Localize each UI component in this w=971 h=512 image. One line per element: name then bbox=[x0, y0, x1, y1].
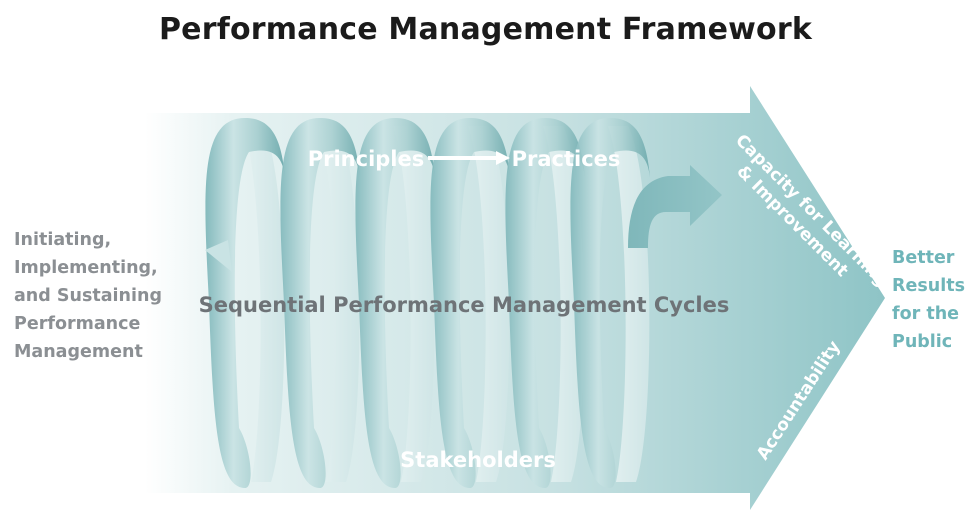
left-label-line: Implementing, bbox=[14, 258, 158, 278]
diagram-title: Performance Management Framework bbox=[159, 12, 812, 47]
arrowhead-icon bbox=[496, 151, 510, 165]
coil-back-strip bbox=[318, 126, 360, 482]
coil-back-strip bbox=[393, 126, 435, 482]
coil-loop bbox=[505, 118, 585, 488]
left-label: Initiating, Implementing, and Sustaining… bbox=[14, 226, 194, 366]
coil-entry-tip bbox=[205, 240, 232, 272]
left-label-line: Initiating, bbox=[14, 230, 112, 250]
right-label: Better Results for the Public bbox=[892, 244, 970, 356]
coil-loop bbox=[430, 118, 510, 488]
coil-loop bbox=[280, 118, 360, 488]
stakeholders-label: Stakeholders bbox=[400, 448, 556, 472]
coil-back-strip bbox=[243, 126, 285, 482]
right-label-line: Better bbox=[892, 248, 955, 268]
right-label-line: Public bbox=[892, 332, 953, 352]
center-label: Sequential Performance Management Cycles bbox=[199, 293, 730, 317]
left-label-line: and Sustaining bbox=[14, 286, 162, 306]
left-label-line: Performance bbox=[14, 314, 141, 334]
coil-loop bbox=[205, 118, 285, 488]
right-label-line: Results bbox=[892, 276, 965, 296]
coil-exit-arrow bbox=[628, 165, 722, 248]
principles-label: Principles bbox=[308, 147, 425, 171]
coil-back-strip bbox=[468, 126, 510, 482]
left-label-line: Management bbox=[14, 342, 143, 362]
right-label-line: for the bbox=[892, 304, 960, 324]
practices-label: Practices bbox=[512, 147, 621, 171]
coil-loop bbox=[570, 118, 650, 488]
coil-loop bbox=[355, 118, 435, 488]
coil-front-loops bbox=[205, 118, 650, 488]
